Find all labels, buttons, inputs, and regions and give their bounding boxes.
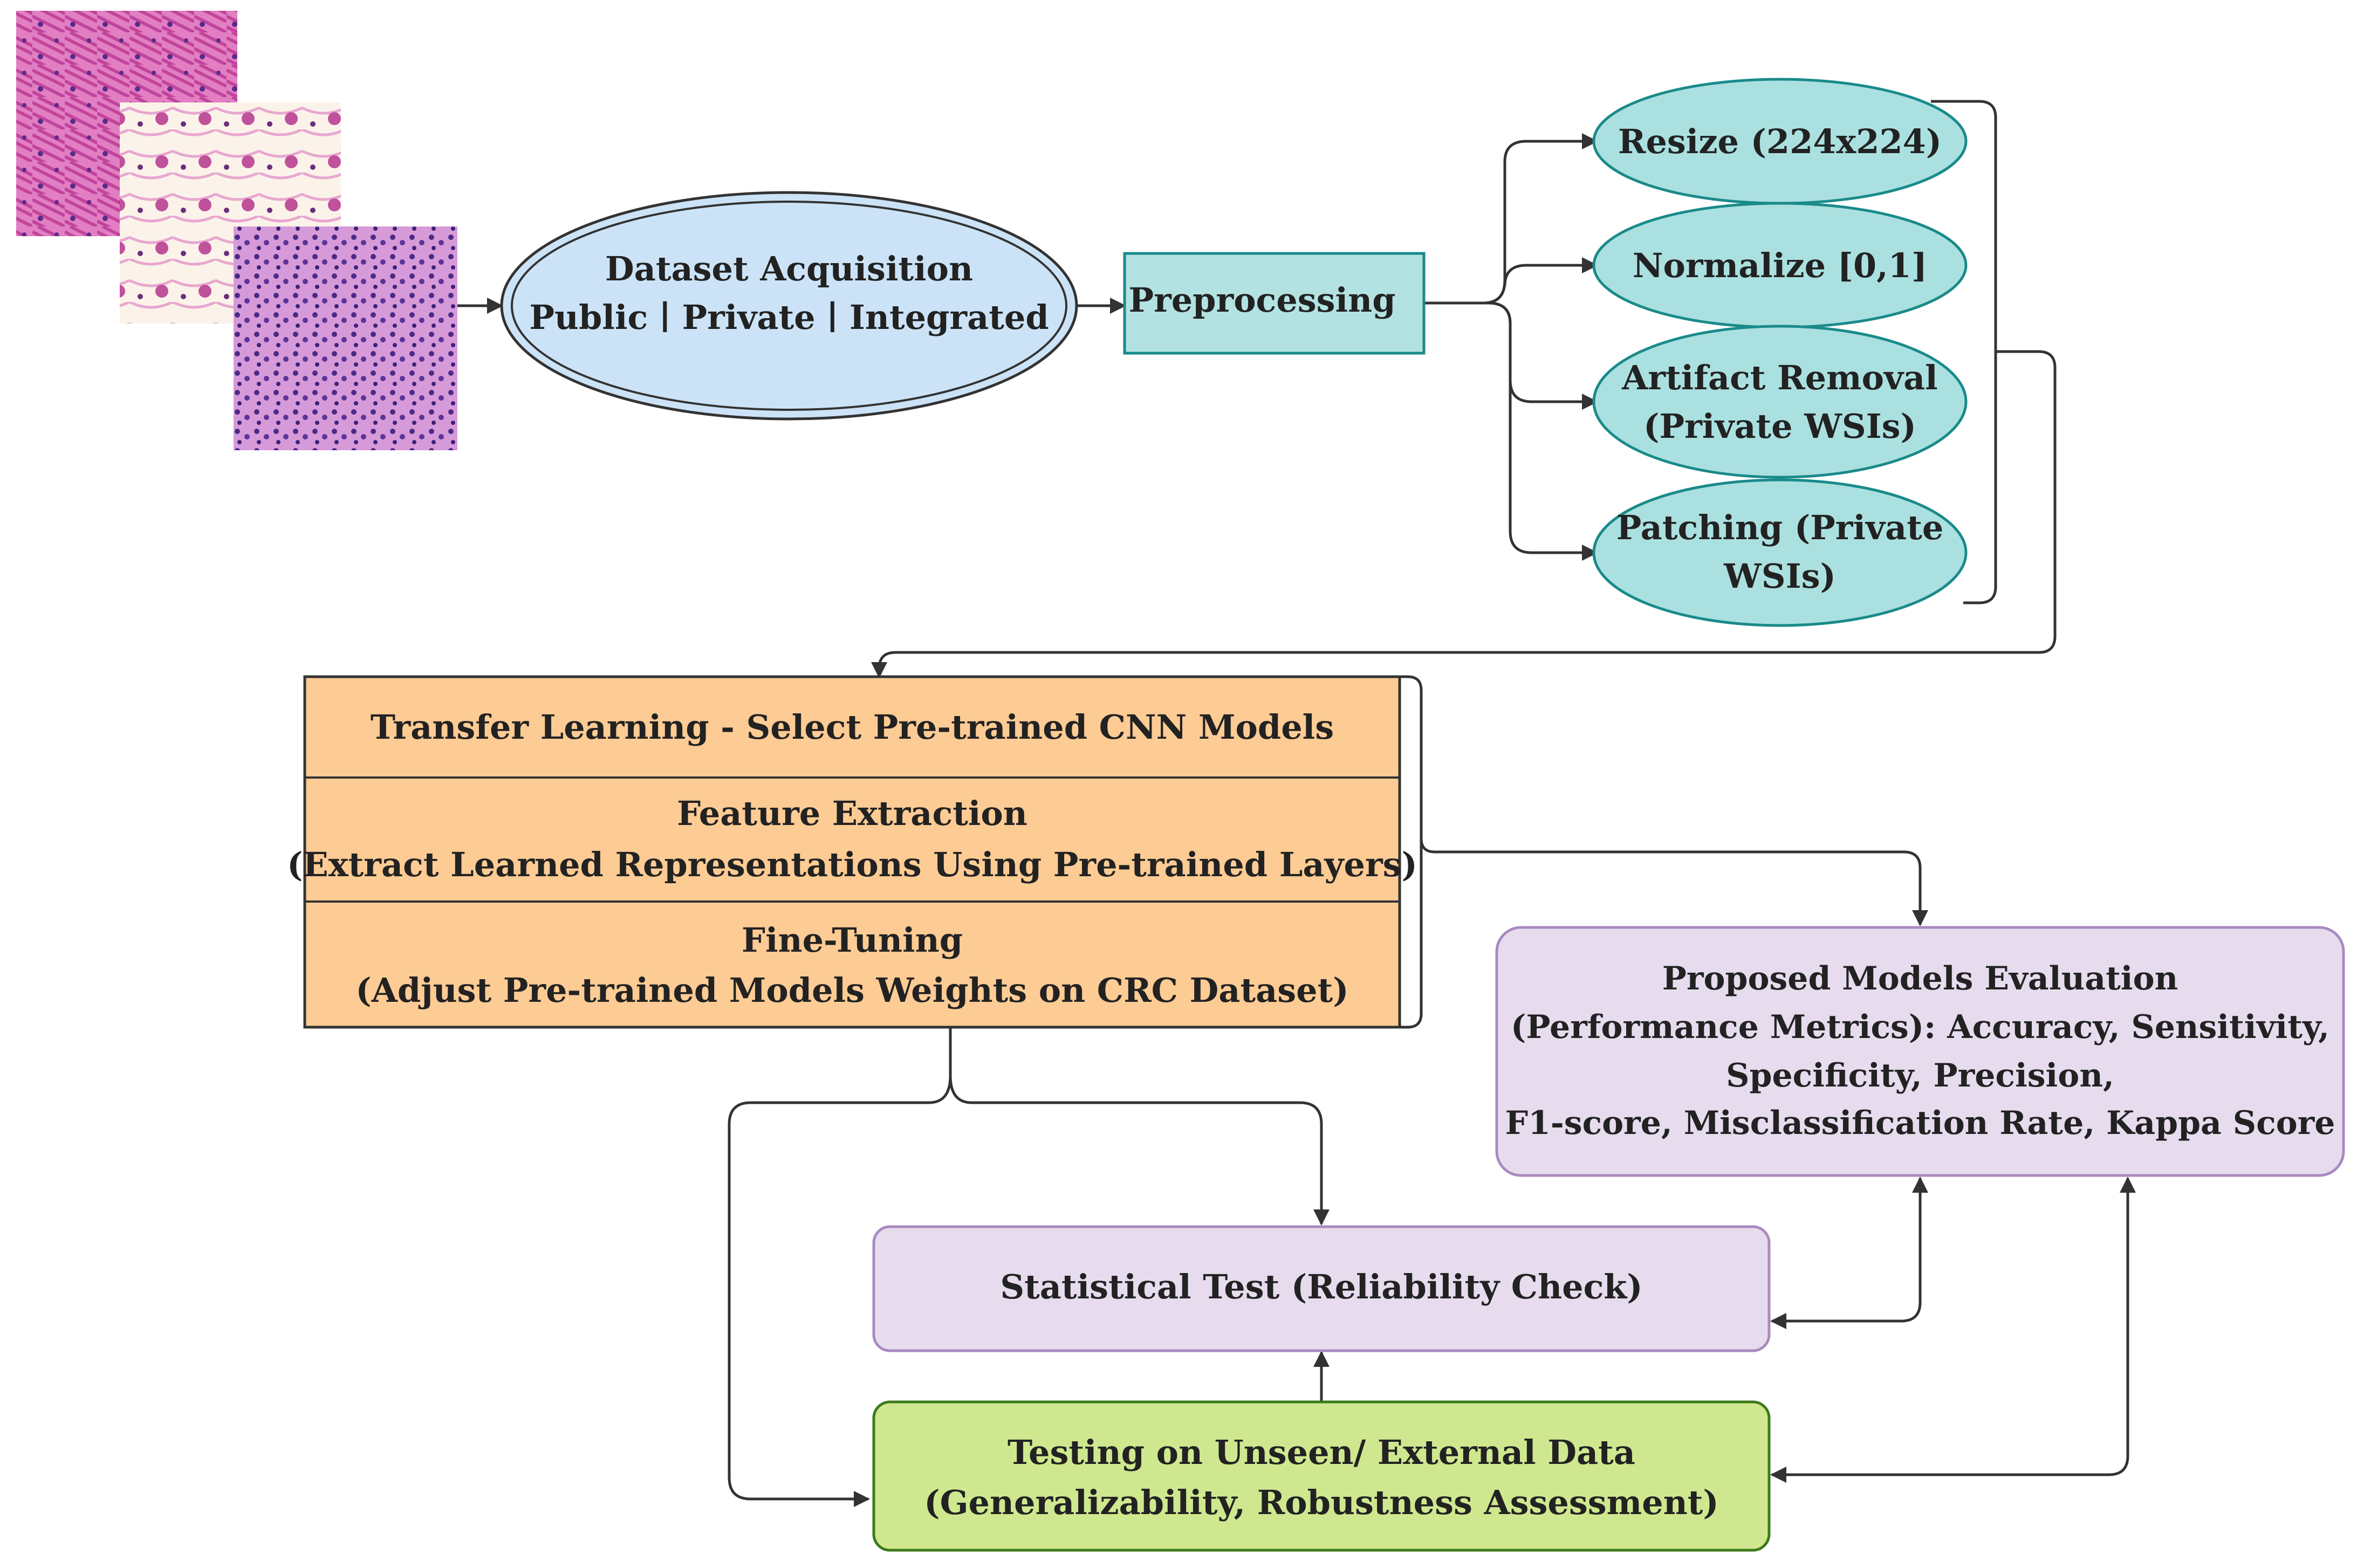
evaluation-line-2: (Performance Metrics): Accuracy, Sensiti… [1511,1008,2329,1046]
histology-image-3 [234,226,457,450]
preprocessing-step-patching: Patching (Private WSIs) [1592,478,1968,627]
testing-node: Testing on Unseen/ External Data (Genera… [872,1400,1771,1552]
transfer-learning-title: Transfer Learning - Select Pre-trained C… [371,707,1334,747]
evaluation-line-3: Specificity, Precision, [1726,1057,2114,1095]
arrow-to-patching [1424,301,1598,561]
testing-title: Testing on Unseen/ External Data [1008,1433,1635,1472]
transfer-learning-right-bracket [1400,838,1423,1029]
step-label-line-2: (Private WSIs) [1643,407,1916,446]
arrow-to-statistical-test [949,1075,1330,1226]
fine-tuning-title: Fine-Tuning [742,920,963,960]
preprocessing-step-resize: Resize (224x224) [1592,78,1968,205]
fine-tuning-desc: (Adjust Pre-trained Models Weights on CR… [355,971,1348,1010]
preprocessing-node: Preprocessing [1123,252,1426,355]
feature-extraction-desc: (Extract Learned Representations Using P… [287,845,1417,884]
feature-extraction-title: Feature Extraction [677,794,1027,833]
arrow-statistical-evaluation [1770,1177,1928,1329]
preprocessing-label: Preprocessing [1128,280,1395,320]
connectors [457,100,2136,1507]
testing-desc: (Generalizability, Robustness Assessment… [924,1483,1719,1522]
step-label: Resize (224x224) [1618,122,1942,161]
arrow-fine-tuning-split [728,1027,952,1507]
arrow-testing-evaluation [1770,1177,2136,1483]
transfer-learning-node: Transfer Learning - Select Pre-trained C… [287,675,1417,1029]
step-label-line-1: Artifact Removal [1621,358,1937,397]
preprocessing-step-artifact-removal: Artifact Removal (Private WSIs) [1592,325,1968,479]
statistical-test-node: Statistical Test (Reliability Check) [872,1225,1771,1352]
arrow-to-resize [1424,133,1598,305]
step-label-line-1: Patching (Private [1616,508,1944,547]
evaluation-line-4: F1-score, Misclassification Rate, Kappa … [1505,1104,2335,1142]
dataset-acquisition-title: Dataset Acquisition [605,249,973,288]
evaluation-title: Proposed Models Evaluation [1662,960,2178,998]
preprocessing-step-normalize: Normalize [0,1] [1592,202,1968,329]
arrow-preprocessing-to-transfer-learning [871,350,2057,678]
arrow-to-normalize [1424,257,1598,305]
step-label: Normalize [0,1] [1633,246,1927,285]
dataset-acquisition-node: Dataset Acquisition Public ∣ Private ∣ I… [500,191,1078,421]
histology-images [16,11,457,450]
statistical-test-label: Statistical Test (Reliability Check) [1000,1267,1642,1306]
arrow-transfer-learning-to-evaluation [1400,675,1928,926]
dataset-acquisition-subtitle: Public ∣ Private ∣ Integrated [529,298,1049,337]
step-label-line-2: WSIs) [1723,556,1836,596]
evaluation-node: Proposed Models Evaluation (Performance … [1495,926,2345,1177]
